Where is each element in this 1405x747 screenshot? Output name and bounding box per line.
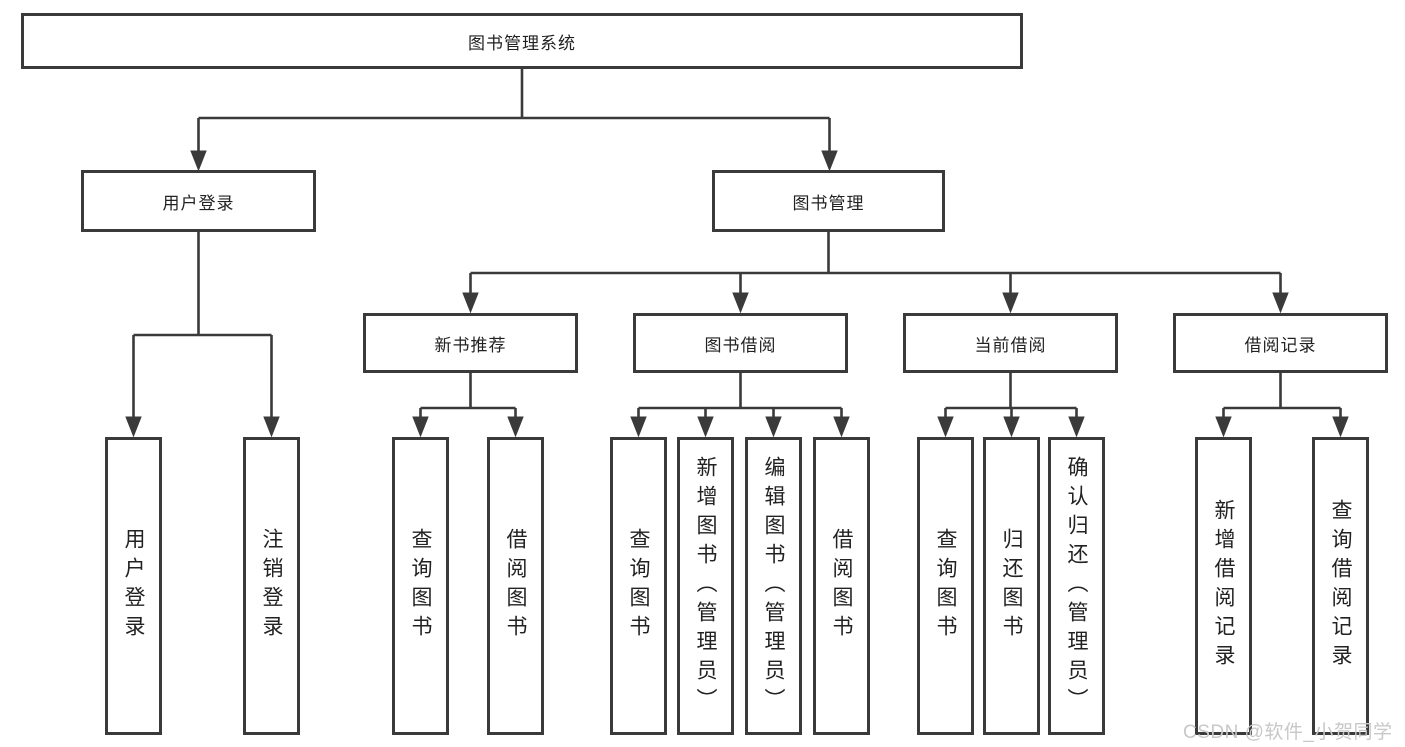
leaf-cb-return-book-label: 归还图书: [1000, 528, 1023, 644]
leaf-bb-add-book-label: 新增图书（管理员）: [694, 455, 717, 717]
leaf-cb-query-book: 查询图书: [917, 437, 974, 735]
node-current-borrow-label: 当前借阅: [974, 335, 1047, 355]
leaf-cb-return-book: 归还图书: [983, 437, 1040, 735]
leaf-bb-query-book: 查询图书: [610, 437, 667, 735]
node-book-borrow-label: 图书借阅: [704, 335, 777, 355]
node-borrow-records-label: 借阅记录: [1244, 335, 1317, 355]
node-book-management: 图书管理: [712, 170, 945, 232]
leaf-logout-label: 注销登录: [260, 528, 283, 644]
node-user-login: 用户登录: [81, 170, 316, 232]
leaf-br-query-record-label: 查询借阅记录: [1329, 499, 1352, 673]
leaf-user-login: 用户登录: [105, 437, 162, 735]
leaf-nbr-query-book-label: 查询图书: [409, 528, 432, 644]
node-root: 图书管理系统: [21, 13, 1023, 69]
leaf-user-login-label: 用户登录: [122, 528, 145, 644]
leaf-cb-confirm-return-label: 确认归还（管理员）: [1065, 455, 1088, 717]
leaf-bb-borrow-book-label: 借阅图书: [830, 528, 853, 644]
leaf-bb-edit-book-label: 编辑图书（管理员）: [762, 455, 785, 717]
node-borrow-records: 借阅记录: [1173, 313, 1388, 373]
leaf-br-query-record: 查询借阅记录: [1312, 437, 1369, 735]
node-book-management-label: 图书管理: [792, 193, 865, 213]
node-user-login-label: 用户登录: [162, 193, 235, 213]
node-book-borrow: 图书借阅: [633, 313, 848, 373]
leaf-nbr-query-book: 查询图书: [392, 437, 449, 735]
leaf-cb-confirm-return: 确认归还（管理员）: [1048, 437, 1105, 735]
node-new-book-recommend-label: 新书推荐: [434, 335, 507, 355]
leaf-br-add-record: 新增借阅记录: [1195, 437, 1252, 735]
watermark: CSDN @软件_小贺同学: [1183, 722, 1393, 743]
leaf-bb-borrow-book: 借阅图书: [813, 437, 870, 735]
leaf-nbr-borrow-book-label: 借阅图书: [504, 528, 527, 644]
leaf-cb-query-book-label: 查询图书: [934, 528, 957, 644]
leaf-nbr-borrow-book: 借阅图书: [487, 437, 544, 735]
leaf-bb-edit-book: 编辑图书（管理员）: [745, 437, 802, 735]
leaf-bb-add-book: 新增图书（管理员）: [677, 437, 734, 735]
leaf-logout: 注销登录: [243, 437, 300, 735]
node-new-book-recommend: 新书推荐: [363, 313, 578, 373]
leaf-bb-query-book-label: 查询图书: [627, 528, 650, 644]
node-root-label: 图书管理系统: [468, 33, 576, 53]
node-current-borrow: 当前借阅: [903, 313, 1118, 373]
leaf-br-add-record-label: 新增借阅记录: [1212, 499, 1235, 673]
